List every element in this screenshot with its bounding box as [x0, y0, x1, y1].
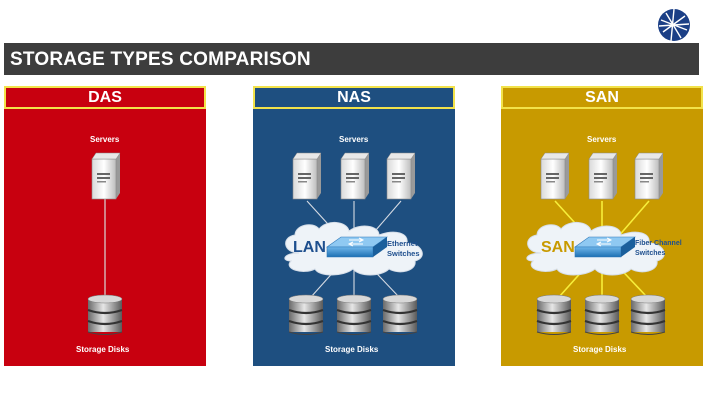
- san-server-icon-3: [634, 152, 664, 200]
- san-disks-label: Storage Disks: [573, 345, 627, 354]
- nas-server-icon-1: [292, 152, 322, 200]
- nas-header: NAS: [253, 86, 455, 109]
- nas-switch-icon: [326, 236, 388, 258]
- san-title: SAN: [585, 89, 619, 106]
- globe-logo-icon: [658, 8, 690, 42]
- san-panel: Servers SAN Fiber Channel Switches Stora…: [501, 109, 703, 366]
- nas-disk-icon-1: [287, 293, 325, 336]
- nas-server-icon-3: [386, 152, 416, 200]
- san-disk-icon-2: [583, 293, 621, 336]
- das-servers-label: Servers: [90, 135, 120, 144]
- nas-disks-label: Storage Disks: [325, 345, 379, 354]
- title-bar: STORAGE TYPES COMPARISON: [4, 43, 699, 75]
- nas-lan-label: LAN: [293, 239, 326, 256]
- nas-servers-label: Servers: [339, 135, 369, 144]
- san-disk-icon-3: [629, 293, 667, 336]
- san-disk-icon-1: [535, 293, 573, 336]
- das-panel: Servers Storage Disks: [4, 109, 206, 366]
- san-header: SAN: [501, 86, 703, 109]
- das-header: DAS: [4, 86, 206, 109]
- san-server-icon-1: [540, 152, 570, 200]
- nas-panel: Servers LAN Ethernet Switches Storage Di…: [253, 109, 455, 366]
- san-switch-label-2: Switches: [635, 250, 666, 257]
- san-switch-label-1: Fiber Channel: [635, 240, 682, 247]
- nas-switch-label-1: Ethernet: [387, 239, 418, 248]
- nas-switch-label-2: Switches: [387, 249, 420, 258]
- das-disk-icon: [86, 293, 124, 336]
- das-title: DAS: [88, 89, 122, 106]
- das-connection-line: [104, 199, 106, 297]
- das-server-icon: [91, 152, 121, 200]
- san-server-icon-2: [588, 152, 618, 200]
- nas-server-icon-2: [340, 152, 370, 200]
- san-servers-label: Servers: [587, 135, 617, 144]
- san-network-label: SAN: [541, 239, 575, 256]
- nas-disk-icon-3: [381, 293, 419, 336]
- nas-disk-icon-2: [335, 293, 373, 336]
- nas-title: NAS: [337, 89, 371, 106]
- page-title: STORAGE TYPES COMPARISON: [10, 49, 311, 70]
- san-switch-icon: [574, 236, 636, 258]
- das-disks-label: Storage Disks: [76, 345, 130, 354]
